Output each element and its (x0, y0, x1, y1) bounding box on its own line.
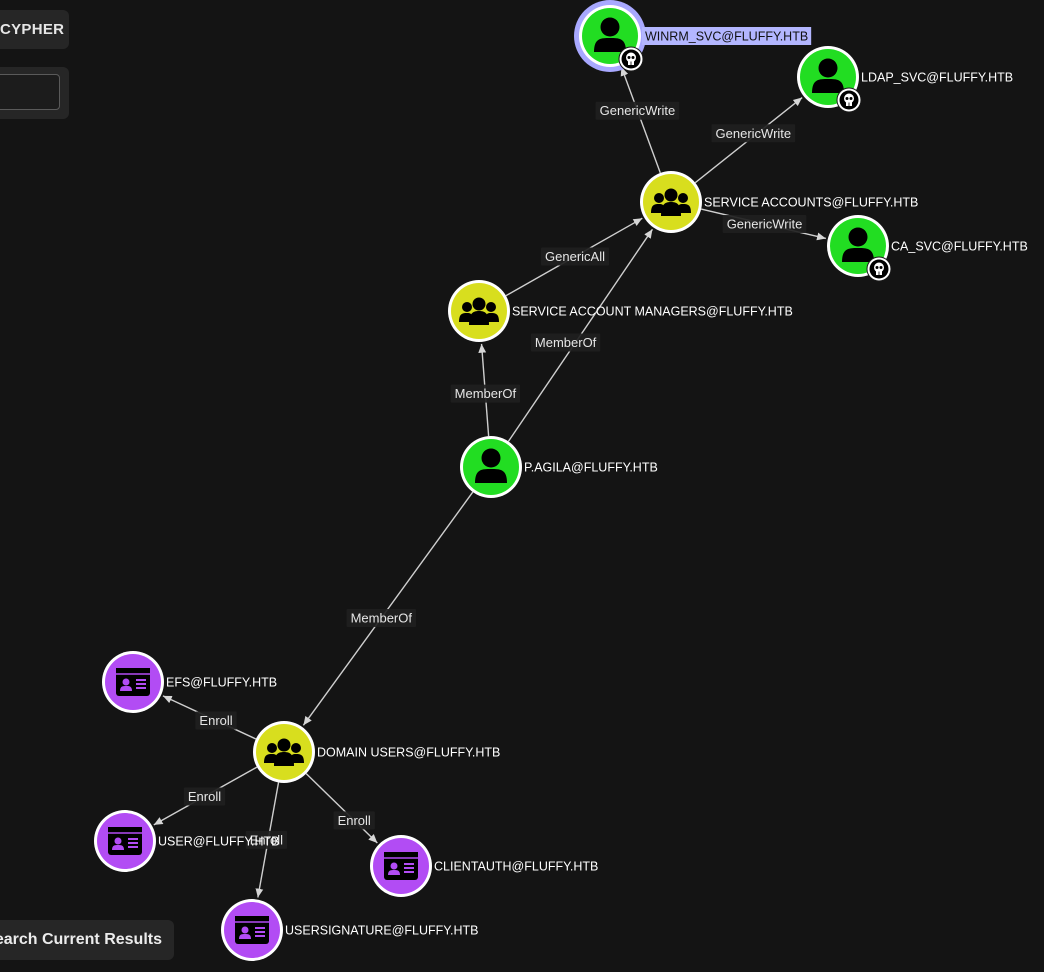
edge-label: Enroll (195, 711, 237, 730)
node-svcaccts[interactable]: SERVICE ACCOUNTS@FLUFFY.HTB (640, 171, 918, 233)
edge-label-text: Enroll (338, 813, 371, 828)
node-label: DOMAIN USERS@FLUFFY.HTB (317, 746, 500, 760)
edge-label: MemberOf (450, 384, 521, 403)
edge-label-text: GenericWrite (727, 217, 803, 232)
edge-label: GenericWrite (711, 124, 796, 143)
edge-svcaccts-ca[interactable]: GenericWrite (701, 208, 827, 241)
node-label: LDAP_SVC@FLUFFY.HTB (861, 71, 1013, 85)
node-ca[interactable]: CA_SVC@FLUFFY.HTB (827, 215, 1028, 282)
user-icon (812, 58, 844, 93)
node-ldap[interactable]: LDAP_SVC@FLUFFY.HTB (797, 46, 1013, 113)
nodes-layer: WINRM_SVC@FLUFFY.HTB LDAP_SVC@FLUFFY.HTB S… (94, 0, 1028, 961)
node-label: WINRM_SVC@FLUFFY.HTB (645, 30, 808, 44)
owned-skull-icon (866, 256, 892, 282)
node-label: SERVICE ACCOUNTS@FLUFFY.HTB (704, 196, 918, 210)
cypher-tab[interactable]: CYPHER (0, 10, 69, 49)
edge-label-text: MemberOf (535, 335, 597, 350)
edge-label-text: GenericWrite (600, 103, 676, 118)
node-pagila[interactable]: P.AGILA@FLUFFY.HTB (460, 436, 658, 498)
owned-skull-icon (836, 87, 862, 113)
edge-label-text: Enroll (199, 713, 232, 728)
edge-line[interactable] (305, 773, 378, 844)
node-usersig[interactable]: USERSIGNATURE@FLUFFY.HTB (221, 899, 479, 961)
edge-domusers-efs[interactable]: Enroll (162, 695, 257, 740)
edge-label: MemberOf (530, 333, 601, 352)
node-label: USER@FLUFFY.HTB (158, 835, 280, 849)
group-icon (651, 188, 691, 216)
edge-svcmgrs-svcaccts[interactable]: GenericAll (505, 217, 643, 297)
edge-line[interactable] (620, 66, 661, 174)
edge-svcaccts-winrm[interactable]: GenericWrite (595, 66, 680, 174)
edge-label-text: MemberOf (351, 611, 413, 626)
query-input[interactable] (0, 74, 60, 110)
edge-pagila-svcmgrs[interactable]: MemberOf (450, 343, 521, 437)
edge-label: GenericAll (541, 247, 609, 266)
user-icon (594, 17, 626, 52)
cert-template-icon (384, 852, 418, 880)
node-svcmgrs[interactable]: SERVICE ACCOUNT MANAGERS@FLUFFY.HTB (448, 280, 793, 342)
cert-template-icon (116, 668, 150, 696)
edge-svcaccts-ldap[interactable]: GenericWrite (694, 97, 803, 184)
edge-label-text: Enroll (250, 832, 283, 847)
node-label: CLIENTAUTH@FLUFFY.HTB (434, 860, 598, 874)
edge-label-text: GenericWrite (716, 126, 792, 141)
node-label: SERVICE ACCOUNT MANAGERS@FLUFFY.HTB (512, 305, 793, 319)
node-domusers[interactable]: DOMAIN USERS@FLUFFY.HTB (253, 721, 500, 783)
node-label: USERSIGNATURE@FLUFFY.HTB (285, 924, 479, 938)
user-icon (475, 448, 507, 483)
edge-label: Enroll (333, 811, 375, 830)
edge-label: Enroll (183, 787, 226, 806)
node-label: P.AGILA@FLUFFY.HTB (524, 461, 658, 475)
edge-line[interactable] (302, 491, 474, 726)
edge-domusers-user[interactable]: Enroll (153, 766, 258, 826)
node-clientauth[interactable]: CLIENTAUTH@FLUFFY.HTB (370, 835, 598, 897)
group-icon (459, 297, 499, 325)
node-label: EFS@FLUFFY.HTB (166, 676, 277, 690)
edge-pagila-domusers[interactable]: MemberOf (302, 491, 474, 726)
edge-pagila-svcaccts[interactable]: MemberOf (507, 228, 654, 442)
edge-label: MemberOf (346, 609, 416, 628)
cert-template-icon (108, 827, 142, 855)
edge-label-text: Enroll (188, 789, 221, 804)
search-current-results-label: Search Current Results (0, 931, 162, 948)
query-panel (0, 67, 69, 119)
node-user[interactable]: USER@FLUFFY.HTB (94, 810, 280, 872)
edge-label: Enroll (245, 830, 288, 849)
edges-layer: GenericWriteGenericWriteGenericWriteGene… (153, 66, 827, 898)
cypher-tab-label: CYPHER (0, 21, 65, 38)
edge-label-text: MemberOf (455, 386, 517, 401)
group-icon (264, 738, 304, 766)
edge-label: GenericWrite (722, 215, 807, 233)
search-current-results-button[interactable]: Search Current Results (0, 920, 174, 960)
label-highlight (642, 27, 812, 45)
cert-template-icon (235, 916, 269, 944)
user-icon (842, 227, 874, 262)
edge-label-text: GenericAll (545, 249, 605, 264)
node-efs[interactable]: EFS@FLUFFY.HTB (102, 651, 277, 713)
node-label: CA_SVC@FLUFFY.HTB (891, 240, 1028, 254)
owned-skull-icon (618, 46, 644, 72)
edge-domusers-clientauth[interactable]: Enroll (305, 773, 378, 844)
node-winrm[interactable]: WINRM_SVC@FLUFFY.HTB (574, 0, 812, 72)
edge-label: GenericWrite (595, 101, 680, 120)
edge-domusers-usersig[interactable]: Enroll (245, 782, 288, 898)
